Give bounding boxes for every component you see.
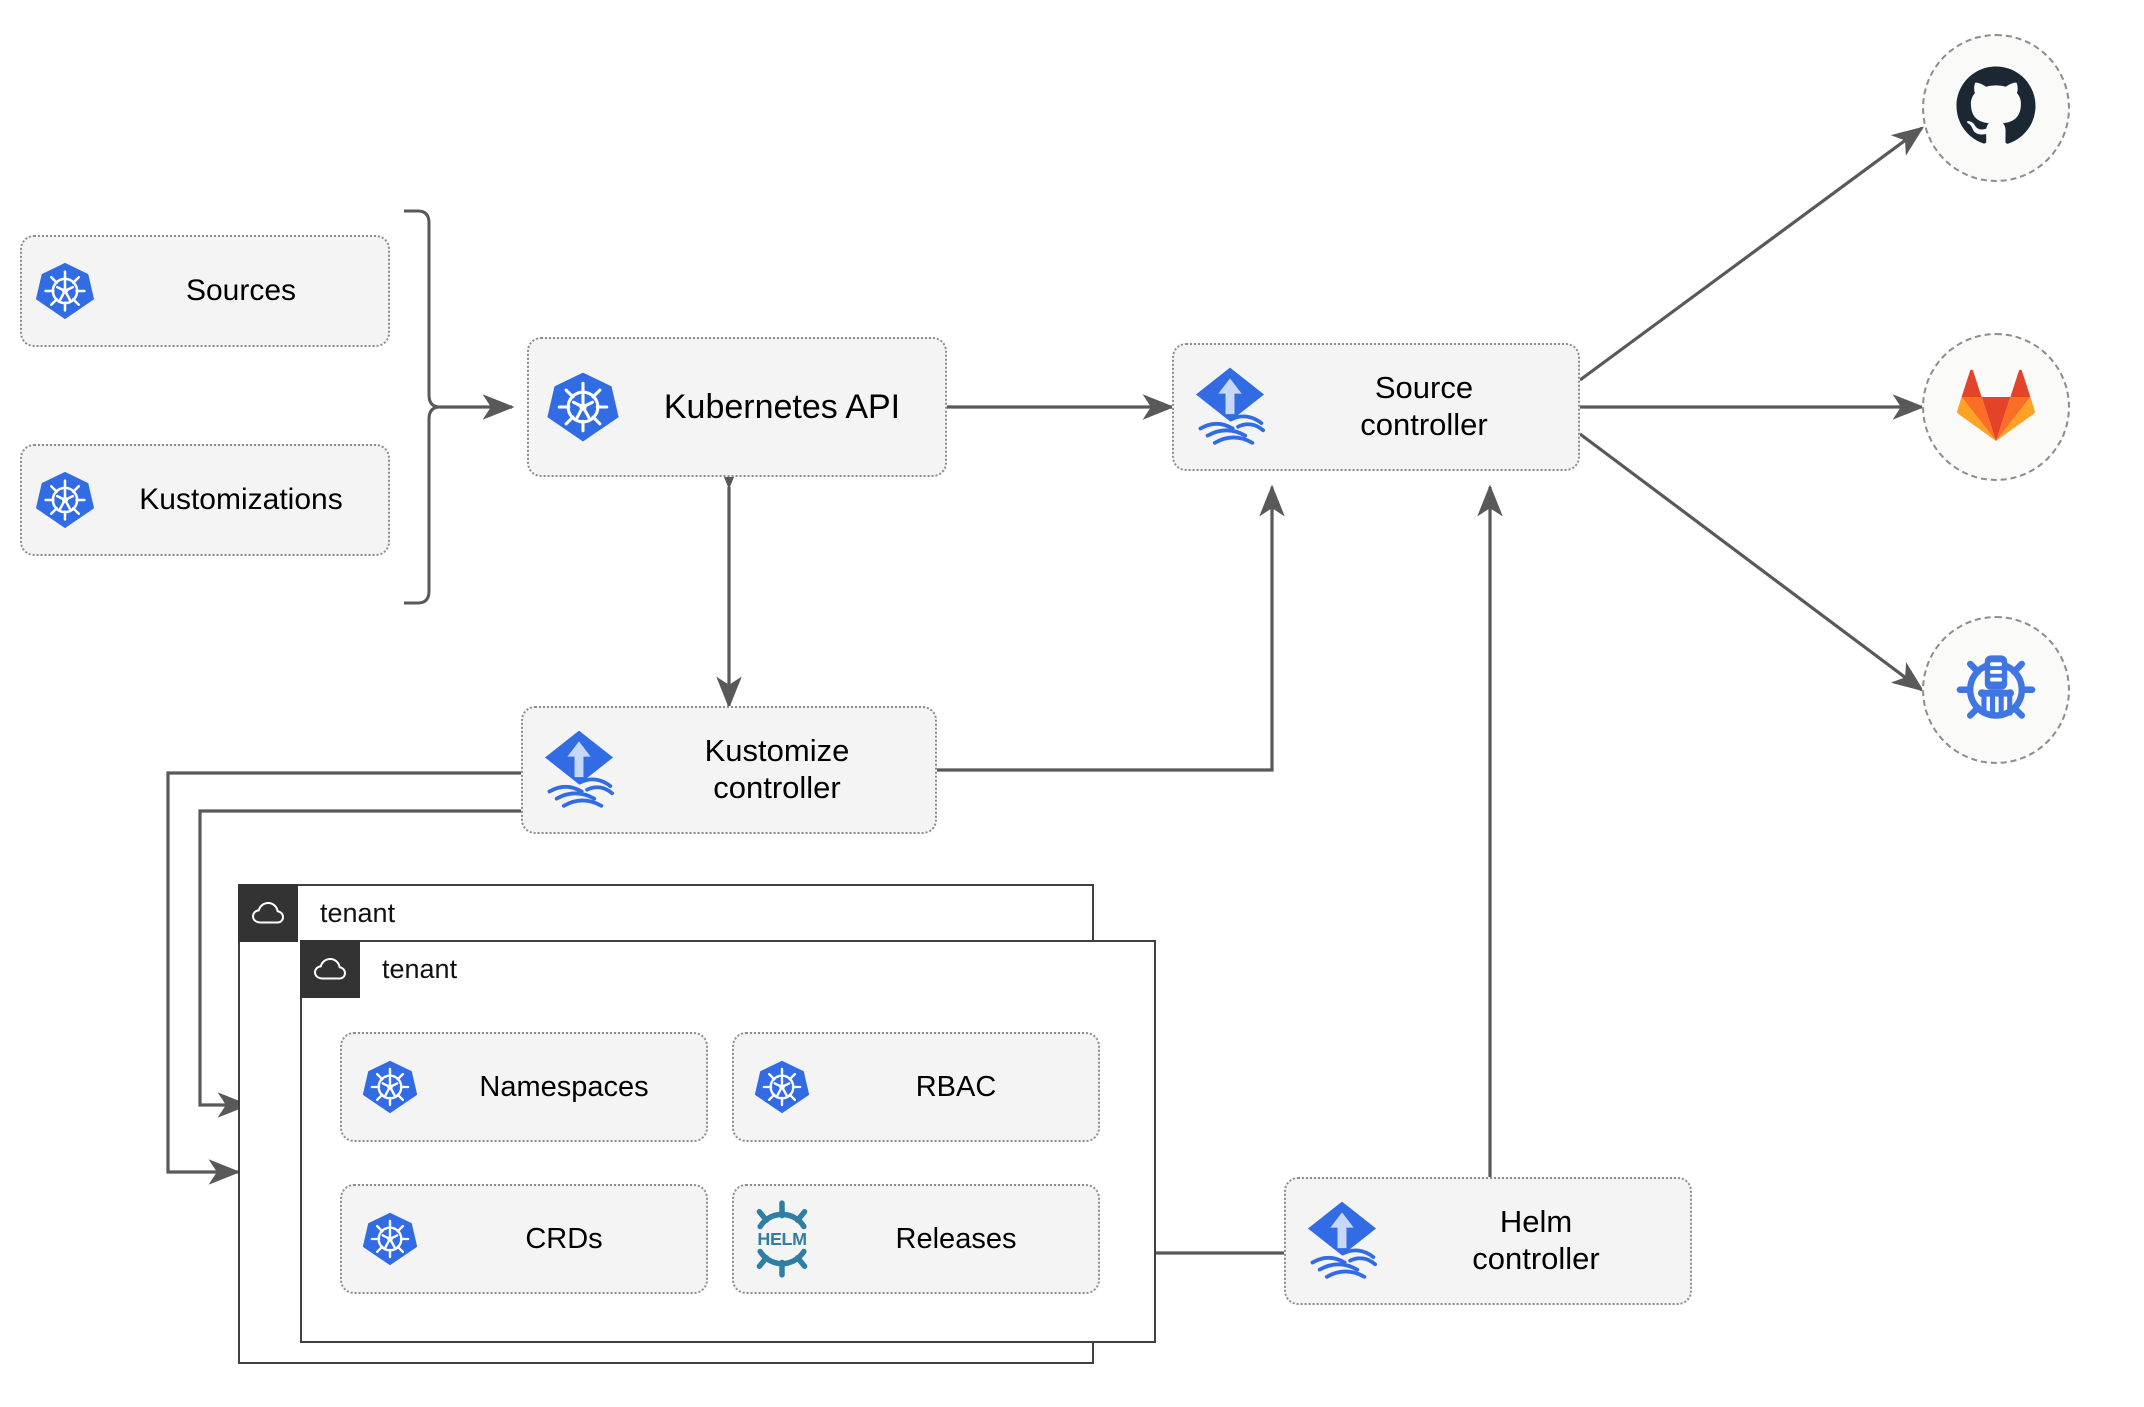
node-label: RBAC [915,1070,997,1103]
kubernetes-icon [734,1058,830,1116]
node-label: Kustomizations [139,483,343,517]
flux-icon [523,727,635,813]
kubernetes-icon [529,369,637,445]
tenant-label: tenant [320,897,396,928]
node-label: Kubernetes API [663,387,901,426]
node-source-controller[interactable]: Source controller [1172,343,1580,471]
flux-icon [1286,1198,1398,1284]
node-kustomize-controller[interactable]: Kustomize controller [521,706,937,834]
helm-icon: HELM [734,1200,830,1278]
tenant-label: tenant [382,953,458,984]
node-helm-controller[interactable]: Helm controller [1284,1177,1692,1305]
node-sources[interactable]: Sources [20,235,390,347]
node-label: Sources [185,274,297,308]
node-kustomizations[interactable]: Kustomizations [20,444,390,556]
node-kubernetes-api[interactable]: Kubernetes API [527,337,947,477]
node-label: Namespaces [479,1070,649,1103]
cloud-icon [238,884,298,942]
kubernetes-icon [22,469,108,531]
bucket-icon [1953,645,2039,736]
node-label: Kustomize controller [704,733,850,805]
node-releases[interactable]: HELM Releases [732,1184,1100,1294]
node-label: CRDs [525,1222,603,1255]
tenant-title-bar: tenant [300,940,457,998]
svg-text:HELM: HELM [757,1229,806,1249]
github-icon [1953,63,2039,154]
provider-github[interactable] [1922,34,2070,182]
flux-icon [1174,364,1286,450]
node-label: Source controller [1360,370,1488,442]
kubernetes-icon [342,1210,438,1268]
node-rbac[interactable]: RBAC [732,1032,1100,1142]
node-label: Releases [895,1222,1017,1255]
kubernetes-icon [22,260,108,322]
node-label: Helm controller [1472,1204,1600,1276]
kubernetes-icon [342,1058,438,1116]
gitlab-icon [1956,367,2036,448]
cloud-icon [300,940,360,998]
provider-gitlab[interactable] [1922,333,2070,481]
node-namespaces[interactable]: Namespaces [340,1032,708,1142]
tenant-title-bar: tenant [238,884,395,942]
provider-bucket[interactable] [1922,616,2070,764]
node-crds[interactable]: CRDs [340,1184,708,1294]
